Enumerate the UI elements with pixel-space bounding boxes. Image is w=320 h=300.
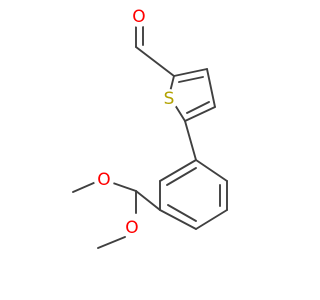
methoxy-oxygen-upper-symbol: O — [97, 170, 110, 190]
bond-benzene-c4-c5 — [159, 209, 197, 230]
bond-thiophene-c2-c3 — [173, 68, 208, 77]
bond-thiophene-c2-c3-inner — [178, 76, 204, 83]
atom-label-methoxy-oxygen-upper: O — [94, 170, 114, 190]
bond-thiophene-c4-c5 — [184, 106, 216, 122]
bond-aldehyde-c-ring — [135, 46, 175, 77]
bond-o-lower-methyl — [97, 236, 126, 249]
atom-label-aldehyde-oxygen: O — [129, 7, 149, 27]
bond-o-upper-methyl — [72, 181, 97, 193]
bond-thiophene-c3-c4 — [206, 68, 216, 108]
bond-thiophene-c5-s — [174, 104, 186, 122]
thiophene-sulfur-symbol: S — [164, 89, 175, 109]
aldehyde-oxygen-symbol: O — [132, 7, 145, 27]
bond-benzene-c6-c1-inner — [166, 167, 197, 186]
bond-lines — [72, 26, 228, 249]
atom-label-thiophene-sulfur: S — [159, 89, 179, 109]
atom-label-methoxy-oxygen-lower: O — [122, 218, 142, 238]
bond-acetal-o-upper — [112, 182, 137, 192]
bond-benzene-c3-c4 — [195, 209, 228, 230]
methoxy-oxygen-lower-symbol: O — [125, 218, 138, 238]
bond-benzene-acetal — [135, 190, 161, 211]
bond-benzene-c6-c1 — [159, 159, 197, 182]
molecule-structure-canvas: O S O O — [72, 7, 228, 249]
bond-thiophene-benzene — [184, 120, 197, 161]
bond-benzene-c1-c2 — [195, 159, 228, 182]
bond-benzene-c4-c5-inner — [167, 204, 197, 222]
bond-thiophene-c4-c5-inner — [186, 101, 210, 114]
